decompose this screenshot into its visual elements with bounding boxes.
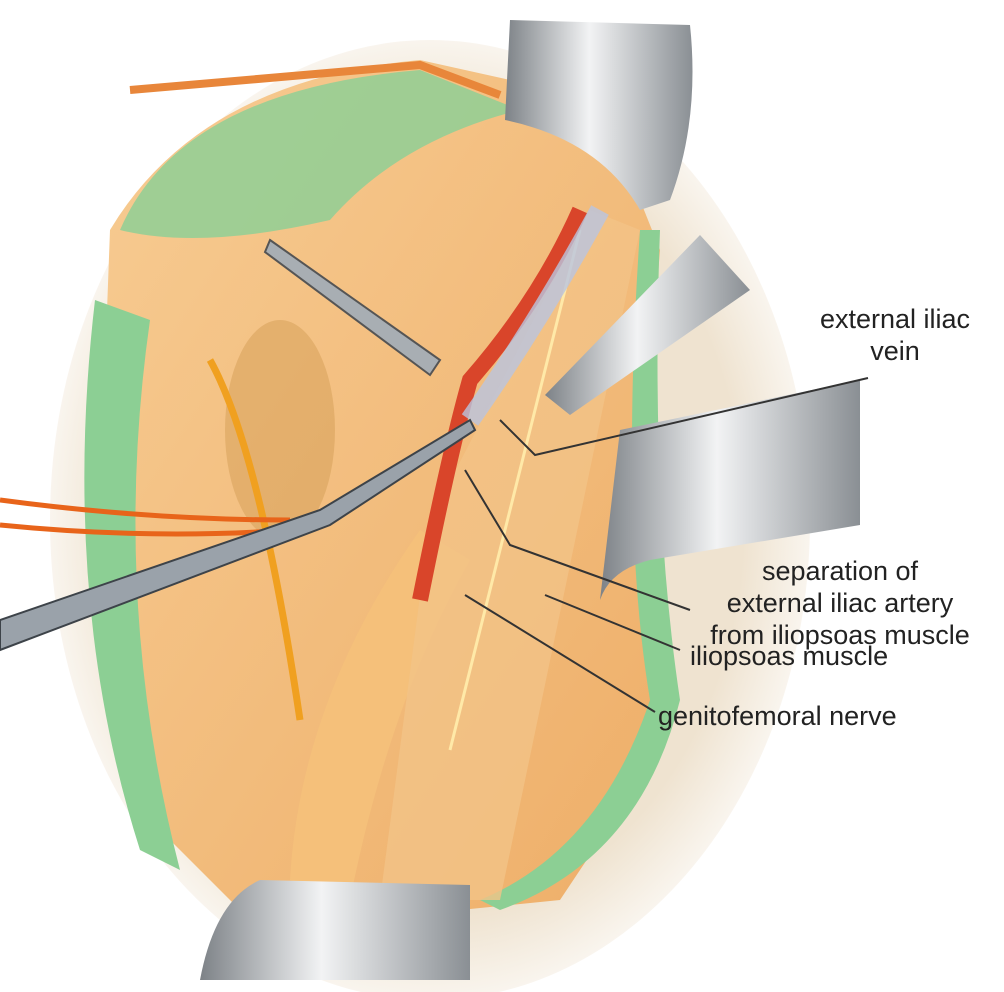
right-angle-clamp xyxy=(0,418,477,652)
label-line: separation of xyxy=(761,556,919,586)
peritoneum-right xyxy=(480,230,680,910)
ureter xyxy=(206,358,304,721)
label-line: vein xyxy=(870,336,920,366)
skin-edge xyxy=(129,60,502,99)
peritoneum-top xyxy=(120,70,520,238)
leader-iliopsoas xyxy=(544,594,681,651)
leader-genitofemoral xyxy=(464,594,656,713)
leader-separation xyxy=(464,469,691,611)
label-line: external iliac artery xyxy=(726,588,954,618)
label-external-iliac-vein: external iliac vein xyxy=(800,303,990,367)
label-separation: separation of external iliac artery from… xyxy=(680,555,1000,651)
label-iliopsoas-muscle: iliopsoas muscle xyxy=(690,641,889,671)
retractor-upper-right xyxy=(545,235,750,415)
forceps xyxy=(263,238,442,377)
leader-vein xyxy=(499,377,869,457)
leader-lines xyxy=(464,377,869,713)
external-iliac-vein xyxy=(461,205,609,426)
external-iliac-artery xyxy=(412,206,588,602)
retractor-top xyxy=(505,20,693,210)
retractor-right xyxy=(600,380,860,600)
genitofemoral-nerve xyxy=(448,229,582,751)
label-line: external iliac xyxy=(819,304,971,334)
retractor-bottom xyxy=(200,880,470,980)
label-genitofemoral-nerve: genitofemoral nerve xyxy=(658,701,897,731)
label-line: from iliopsoas muscle xyxy=(710,620,970,650)
